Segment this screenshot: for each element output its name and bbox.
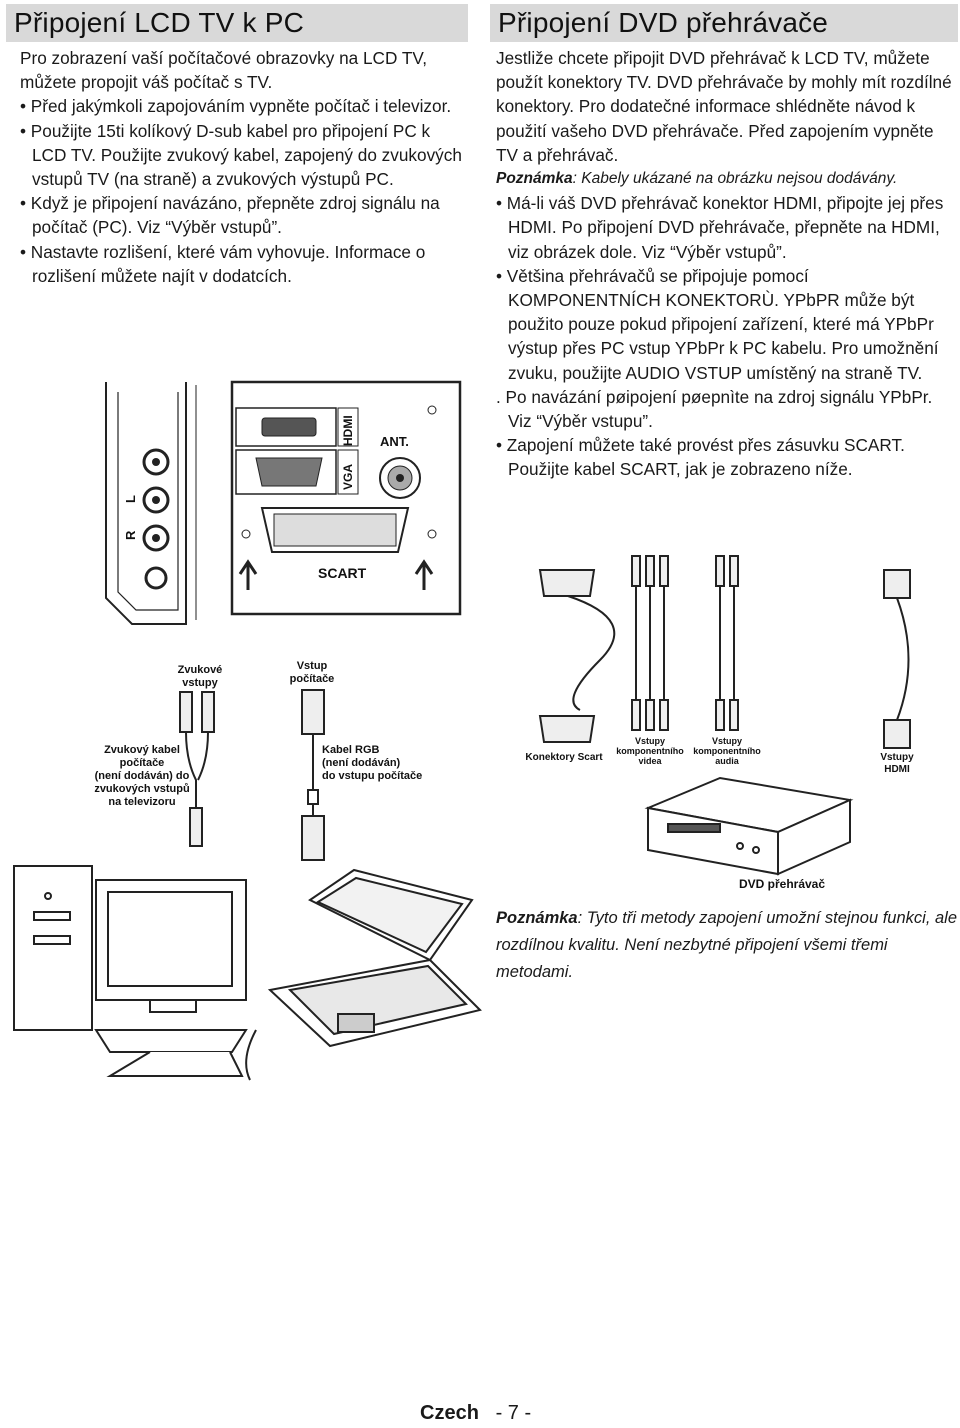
component-audio-cable [715, 555, 739, 731]
laptop [245, 868, 482, 1081]
section-title-pc: Připojení LCD TV k PC [6, 4, 468, 42]
left-column: Připojení LCD TV k PC Pro zobrazení vaší… [6, 4, 468, 288]
pc-bullet-4: • Nastavte rozlišení, které vám vyhovuje… [20, 241, 426, 286]
tv-side-jacks [142, 448, 170, 590]
component-video-label: Vstupy komponentního videa [616, 736, 684, 766]
dvd-bullet-2: • Většina přehrávačů se připojuje pomocí… [496, 265, 939, 383]
label-vga: VGA [341, 464, 355, 490]
pc-intro: Pro zobrazení vaší počítačové obrazovky … [20, 48, 427, 93]
svg-text:zvukových vstupů: zvukových vstupů [94, 783, 189, 795]
svg-text:Zvukový kabel: Zvukový kabel [104, 744, 180, 756]
svg-text:Vstupy: Vstupy [880, 752, 914, 763]
svg-text:Kabel RGB: Kabel RGB [322, 744, 380, 756]
dvd-intro: Jestliže chcete připojit DVD přehrávač k… [496, 48, 952, 165]
svg-text:vstupy: vstupy [182, 677, 218, 689]
hdmi-cable [883, 569, 911, 749]
dvd-note: Poznámka: Kabely ukázané na obrázku nejs… [496, 170, 898, 188]
component-audio-label: Vstupy komponentního audia [693, 736, 761, 766]
footer-language: Czech [420, 1402, 479, 1424]
svg-text:(není dodáván) do: (není dodáván) do [95, 770, 190, 782]
tv-side-panel [105, 382, 197, 625]
dvd-bullet-4: • Zapojení můžete také provést přes zásu… [496, 435, 905, 480]
dvd-instructions: Jestliže chcete připojit DVD přehrávač k… [490, 42, 958, 482]
svg-text:počítače: počítače [120, 757, 165, 769]
section-title-dvd: Připojení DVD přehrávače [490, 4, 958, 42]
label-l: L [123, 495, 138, 503]
audio-inputs-label: Zvukové vstupy [178, 664, 223, 689]
dvd-player-label: DVD přehrávač [739, 877, 825, 891]
label-hdmi: HDMI [341, 415, 355, 446]
audio-cable-label: Zvukový kabel počítače (není dodáván) do… [94, 744, 189, 808]
pc-bullet-1: • Před jakýmkoli zapojováním vypněte poč… [20, 96, 452, 117]
dvd-bullet-3: . Po navázání pøipojení pøepnìte na zdro… [496, 386, 933, 432]
right-column: Připojení DVD přehrávače Jestliže chcete… [490, 4, 958, 482]
svg-text:komponentního: komponentního [616, 746, 684, 756]
svg-text:komponentního: komponentního [693, 746, 761, 756]
tv-rear-panel [230, 380, 462, 616]
svg-text:(není dodáván): (není dodáván) [322, 757, 401, 769]
svg-text:Vstupy: Vstupy [712, 736, 742, 746]
desktop-pc [13, 865, 248, 1077]
label-ant: ANT. [380, 434, 409, 449]
rgb-cable-label: Kabel RGB (není dodáván) do vstupu počít… [322, 744, 422, 782]
bottom-note: Poznámka: Tyto tři metody zapojení umožn… [496, 909, 958, 981]
label-scart: SCART [318, 565, 367, 581]
svg-text:videa: videa [638, 756, 662, 766]
pc-instructions: Pro zobrazení vaší počítačové obrazovky … [6, 42, 468, 288]
pc-cables [179, 689, 325, 861]
svg-text:Vstupy: Vstupy [635, 736, 665, 746]
scart-cable [538, 569, 616, 743]
label-r: R [123, 530, 138, 540]
hdmi-inputs-label: Vstupy HDMI [880, 752, 914, 775]
svg-text:Zvukové: Zvukové [178, 664, 223, 676]
pc-bullet-3: • Když je připojení navázáno, přepněte z… [20, 193, 440, 238]
svg-text:Vstup: Vstup [297, 660, 328, 672]
scart-connectors-label: Konektory Scart [525, 752, 603, 763]
page-number: - 7 - [495, 1402, 532, 1424]
svg-text:audia: audia [715, 756, 740, 766]
svg-text:počítače: počítače [290, 673, 335, 685]
pc-bullet-2: • Použijte 15ti kolíkový D-sub kabel pro… [20, 120, 462, 190]
svg-text:HDMI: HDMI [884, 764, 910, 775]
pc-input-label: Vstup počítače [290, 660, 335, 685]
dvd-player [644, 776, 854, 876]
dvd-bullet-1: • Má-li váš DVD přehrávač konektor HDMI,… [496, 193, 944, 262]
component-video-cable [631, 555, 669, 731]
svg-text:do vstupu počítače: do vstupu počítače [322, 770, 422, 782]
page-footer: Czech - 7 - [420, 1402, 531, 1425]
svg-text:na televizoru: na televizoru [108, 796, 175, 808]
